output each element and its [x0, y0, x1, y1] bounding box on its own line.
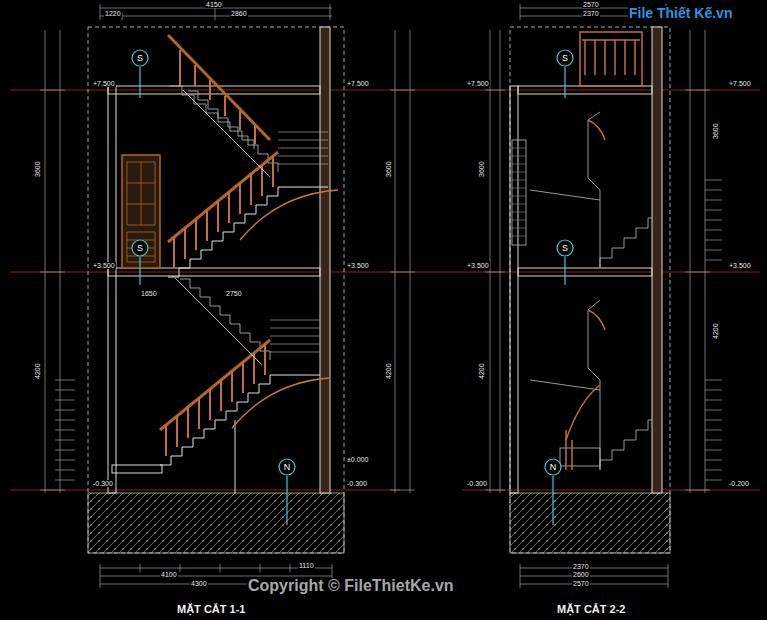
level-mark: +3.500 — [346, 262, 370, 269]
level-mark: +7.500 — [92, 80, 116, 87]
marker-letter: S — [556, 49, 574, 67]
dimension-text: 2370 — [582, 10, 600, 17]
dimension-text: 2570 — [582, 1, 600, 8]
watermark: Copyright © FileThietKe.vn — [247, 578, 455, 594]
dimension-text: 1110 — [298, 562, 315, 569]
section-marker: S — [131, 239, 149, 257]
dimension-text: 3600 — [34, 160, 41, 178]
level-mark: -0.300 — [92, 480, 114, 487]
dimension-text: 4200 — [34, 362, 41, 380]
marker-letter: S — [556, 239, 574, 257]
dimension-text: 2860 — [230, 10, 248, 17]
level-mark: -0.200 — [728, 480, 750, 487]
level-mark: +7.500 — [728, 80, 752, 87]
level-mark: +3.500 — [466, 262, 490, 269]
dimension-text: 3600 — [478, 160, 485, 178]
marker-letter: N — [544, 458, 562, 476]
level-mark: +3.500 — [728, 262, 752, 269]
dimension-text: 3600 — [385, 160, 392, 178]
dimension-text: 4200 — [478, 362, 485, 380]
marker-letter: S — [131, 49, 149, 67]
dimension-text: 1650 — [140, 290, 158, 297]
dimension-text: 4200 — [712, 322, 719, 340]
dimension-text: 2370 — [572, 563, 590, 570]
level-mark: ±0.000 — [346, 456, 369, 463]
section-title: MẶT CẮT 1-1 — [176, 604, 246, 615]
level-mark: -0.300 — [466, 480, 488, 487]
section-title: MẶT CẮT 2-2 — [556, 604, 626, 615]
dimension-text: 1220 — [104, 10, 122, 17]
dimension-text: 4100 — [160, 571, 178, 578]
section-marker: S — [556, 239, 574, 257]
section-marker: S — [556, 49, 574, 67]
section-marker: N — [544, 458, 562, 476]
marker-letter: S — [131, 239, 149, 257]
dimension-text: 2570 — [572, 580, 590, 587]
section-marker: S — [131, 49, 149, 67]
logo: File Thiết Kế.vn — [628, 6, 733, 20]
marker-letter: N — [278, 458, 296, 476]
level-mark: -0.300 — [346, 480, 368, 487]
level-mark: +7.500 — [466, 80, 490, 87]
dimension-text: 4200 — [385, 362, 392, 380]
dimension-text: 4300 — [190, 580, 208, 587]
level-mark: +7.500 — [346, 80, 370, 87]
section-marker: N — [278, 458, 296, 476]
dimension-text: 3600 — [712, 122, 719, 140]
level-mark: +3.500 — [92, 262, 116, 269]
dimension-text: 2600 — [572, 571, 590, 578]
dimension-text: 2750 — [225, 290, 243, 297]
dimension-text: 4150 — [205, 1, 223, 8]
